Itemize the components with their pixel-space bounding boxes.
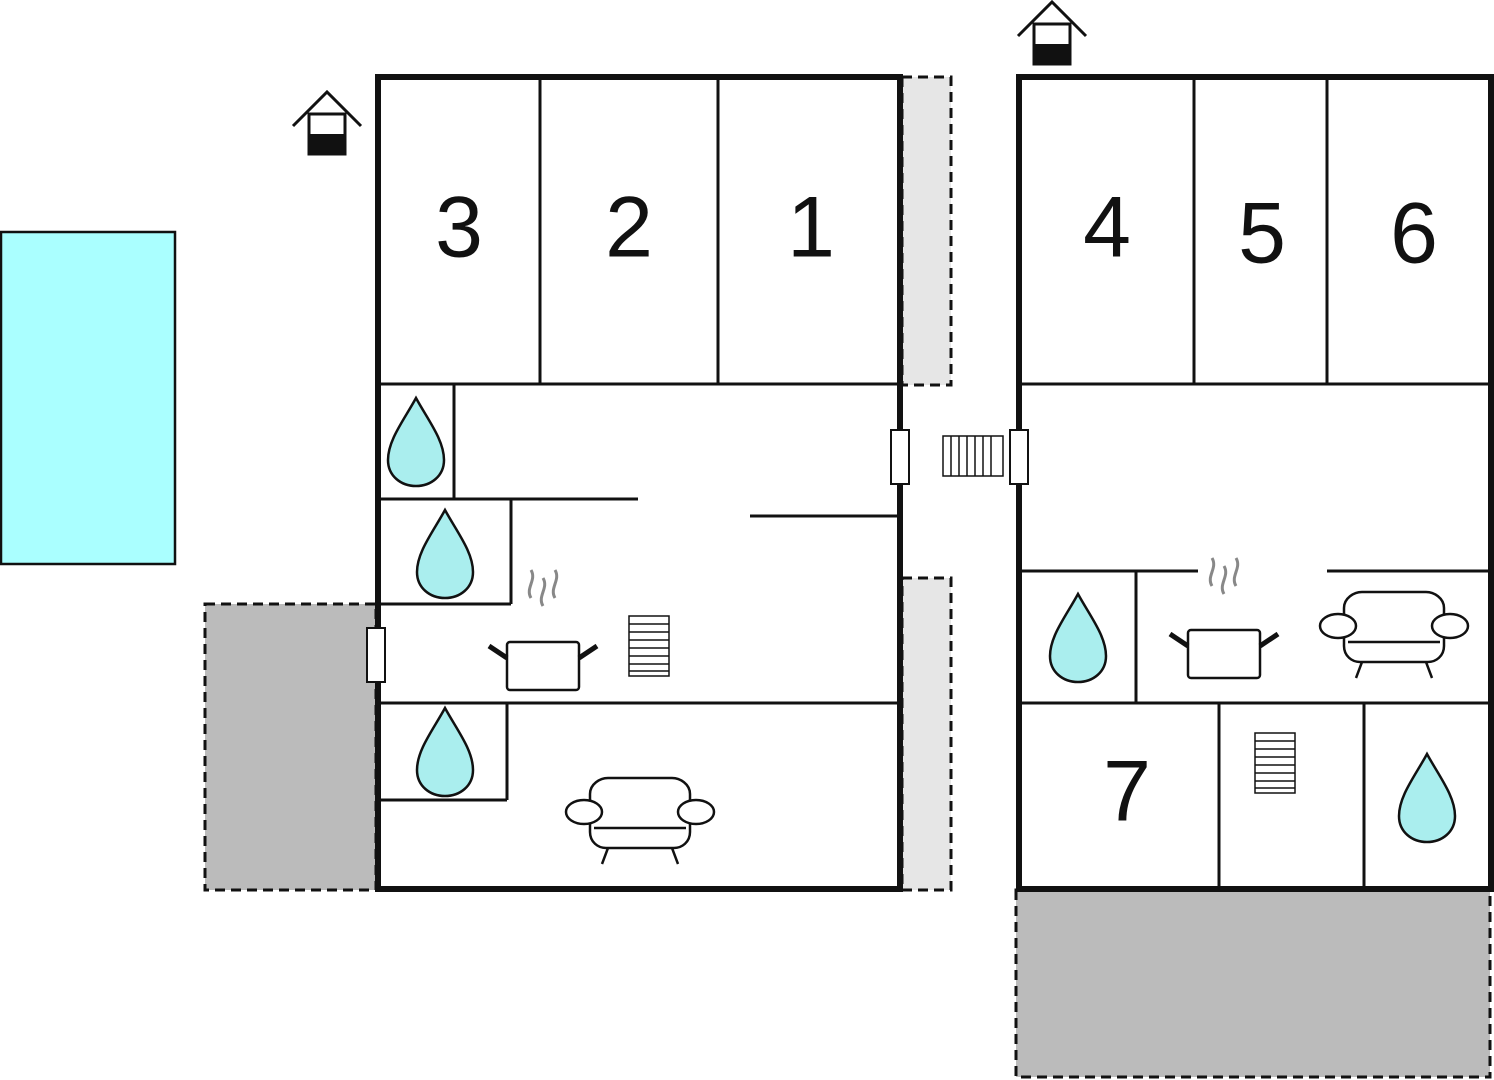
terrace-upper-right: [900, 75, 953, 387]
door-icon: [890, 429, 910, 485]
room-number-7: 7: [1103, 744, 1151, 840]
sofa-icon: [1318, 590, 1470, 680]
terrace-left: [203, 602, 378, 892]
water-drop-icon: [415, 706, 475, 798]
room-number-4: 4: [1083, 180, 1131, 276]
pool: [0, 230, 177, 566]
door-icon: [1009, 429, 1029, 485]
water-drop-icon: [386, 396, 446, 488]
sofa-icon: [564, 776, 716, 866]
room-number-6: 6: [1390, 186, 1438, 282]
cooking-pot-icon: [1170, 558, 1278, 678]
water-drop-icon: [1048, 592, 1108, 684]
door-icon: [366, 627, 386, 683]
house-entrance-icon: [291, 90, 363, 156]
cooking-pot-icon: [489, 570, 597, 690]
radiator-icon: [1254, 732, 1296, 794]
terrace-lower-right: [900, 576, 953, 892]
room-number-5: 5: [1238, 186, 1286, 282]
room-number-1: 1: [787, 180, 835, 276]
terrace-bottom: [1014, 888, 1492, 1079]
room-number-2: 2: [605, 180, 653, 276]
water-drop-icon: [1397, 752, 1457, 844]
house-entrance-icon: [1016, 0, 1088, 66]
radiator-icon: [628, 615, 670, 677]
stairs-icon: [942, 435, 1004, 477]
water-drop-icon: [415, 508, 475, 600]
room-number-3: 3: [435, 180, 483, 276]
